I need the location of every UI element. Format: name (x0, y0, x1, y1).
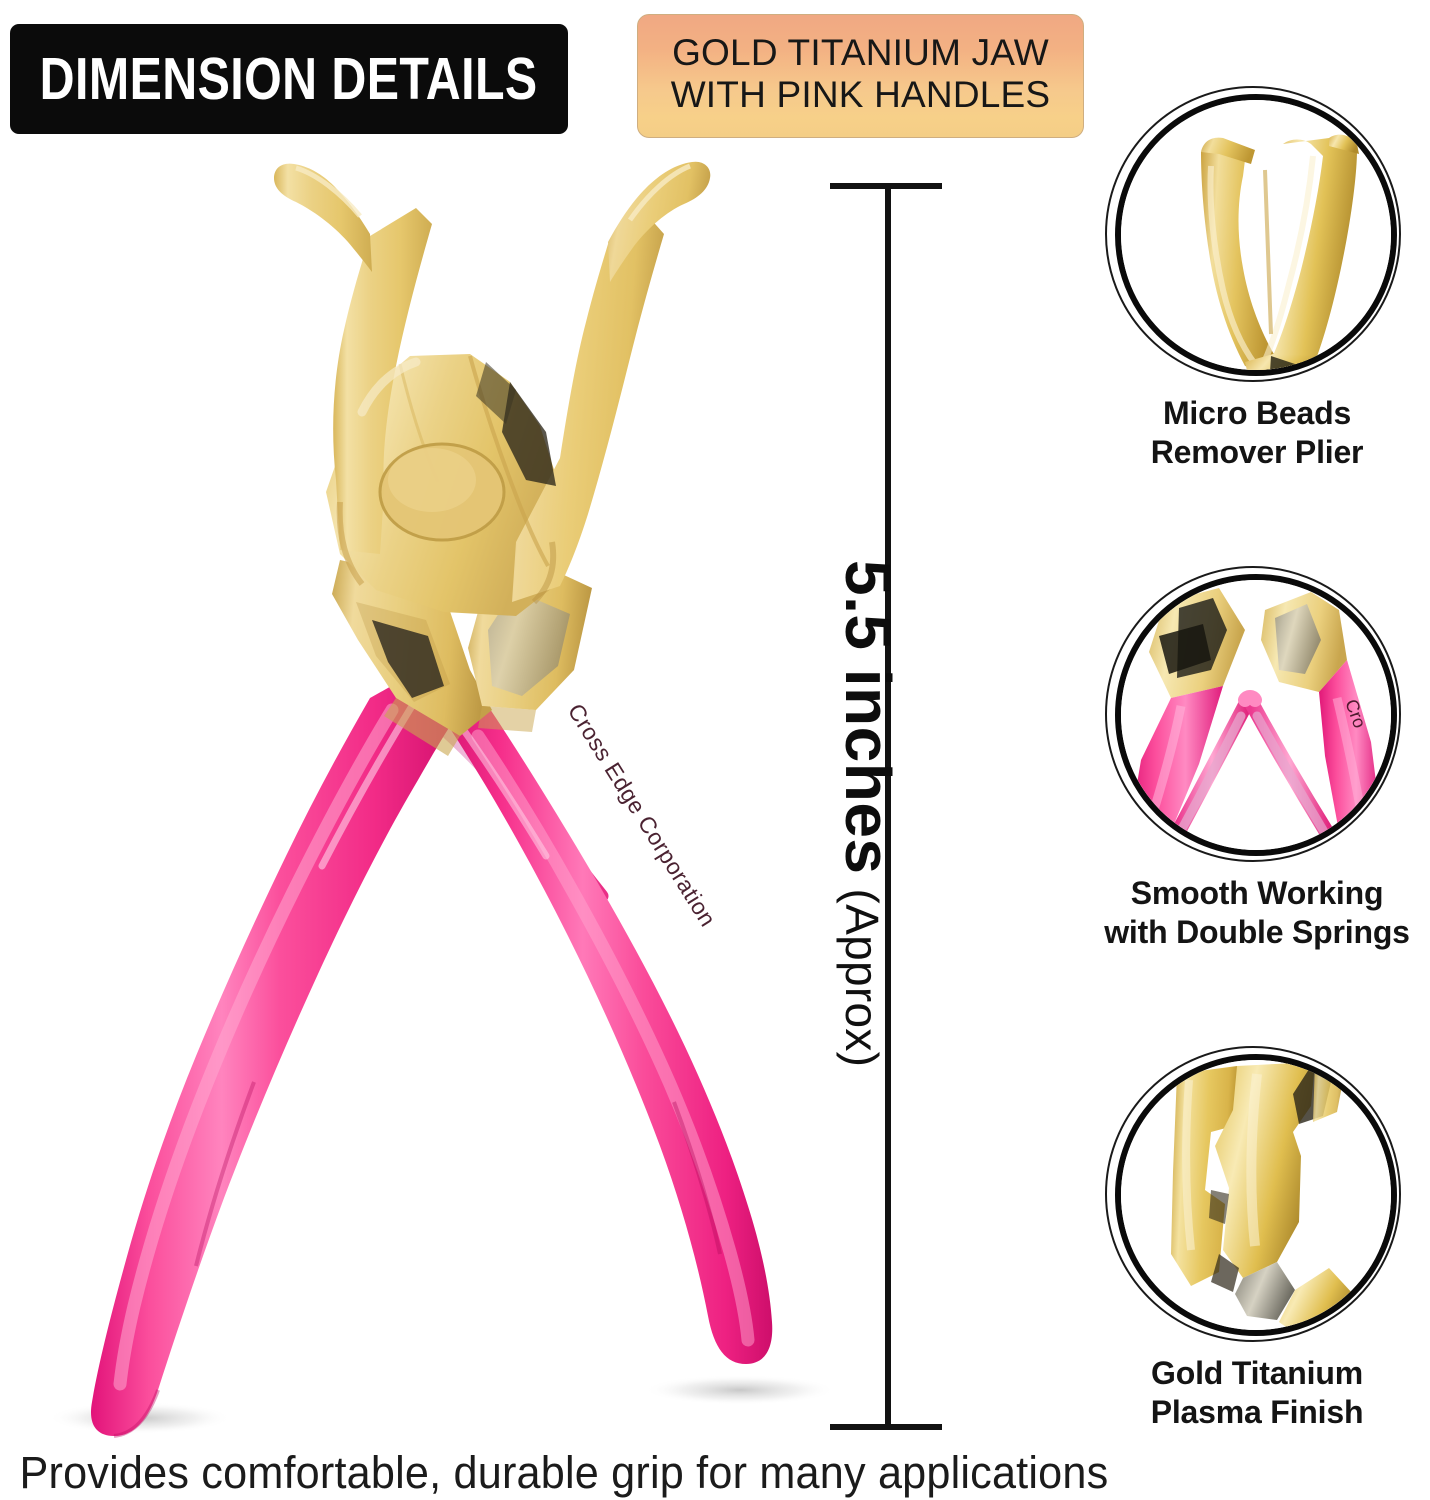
callout-2-image: Cro (1105, 566, 1405, 866)
callout-2-label: Smooth Working with Double Springs (1092, 874, 1422, 952)
callout-2-ring-inner: Cro (1115, 574, 1397, 856)
callout-1-label-line-2: Remover Plier (1150, 434, 1364, 471)
callout-3-label-line-2: Plasma Finish (1150, 1394, 1364, 1431)
gold-pink-transition (384, 698, 536, 756)
product-photo-pliers: Cross Edge Corporation (40, 150, 836, 1450)
callout-3-label: Gold Titanium Plasma Finish (1092, 1354, 1422, 1432)
gold-plier-head (274, 161, 711, 616)
left-pink-handle (90, 680, 454, 1438)
feature-badge-line-1: GOLD TITANIUM JAW (672, 32, 1049, 74)
dimension-details-banner: DIMENSION DETAILS (10, 24, 568, 134)
banner-title: DIMENSION DETAILS (40, 45, 538, 112)
callout-1-image (1105, 86, 1405, 386)
callout-1-ring-inner (1115, 94, 1397, 376)
right-pink-handle: Cross Edge Corporation (434, 699, 773, 1364)
dimension-cap-bottom (830, 1424, 942, 1430)
callout-2-label-line-1: Smooth Working (1130, 875, 1384, 911)
callout-3-ring-inner (1115, 1054, 1397, 1336)
callout-2-ring-outer (1105, 566, 1401, 862)
callout-3-label-line-1: Gold Titanium (1151, 1355, 1363, 1391)
callout-1-ring-outer (1105, 86, 1401, 382)
bottom-caption: Provides comfortable, durable grip for m… (19, 1447, 1109, 1498)
dimension-label: 5.5 inches (Approx) (832, 560, 904, 1068)
dimension-qualifier: (Approx) (836, 888, 888, 1068)
dimension-value: 5.5 inches (832, 560, 904, 875)
callout-1-label-line-1: Micro Beads (1162, 395, 1352, 431)
callout-1-label: Micro Beads Remover Plier (1092, 394, 1422, 472)
feature-badge: GOLD TITANIUM JAW WITH PINK HANDLES (637, 14, 1084, 138)
callout-3-ring-outer (1105, 1046, 1401, 1342)
callout-2-label-line-2: with Double Springs (1104, 914, 1410, 951)
shadow-right-handle-tip (644, 1375, 836, 1405)
dimension-measure-line (828, 180, 948, 1436)
feature-badge-line-2: WITH PINK HANDLES (670, 74, 1051, 115)
dimension-vertical-bar (885, 186, 891, 1430)
callout-3-image (1105, 1046, 1405, 1346)
